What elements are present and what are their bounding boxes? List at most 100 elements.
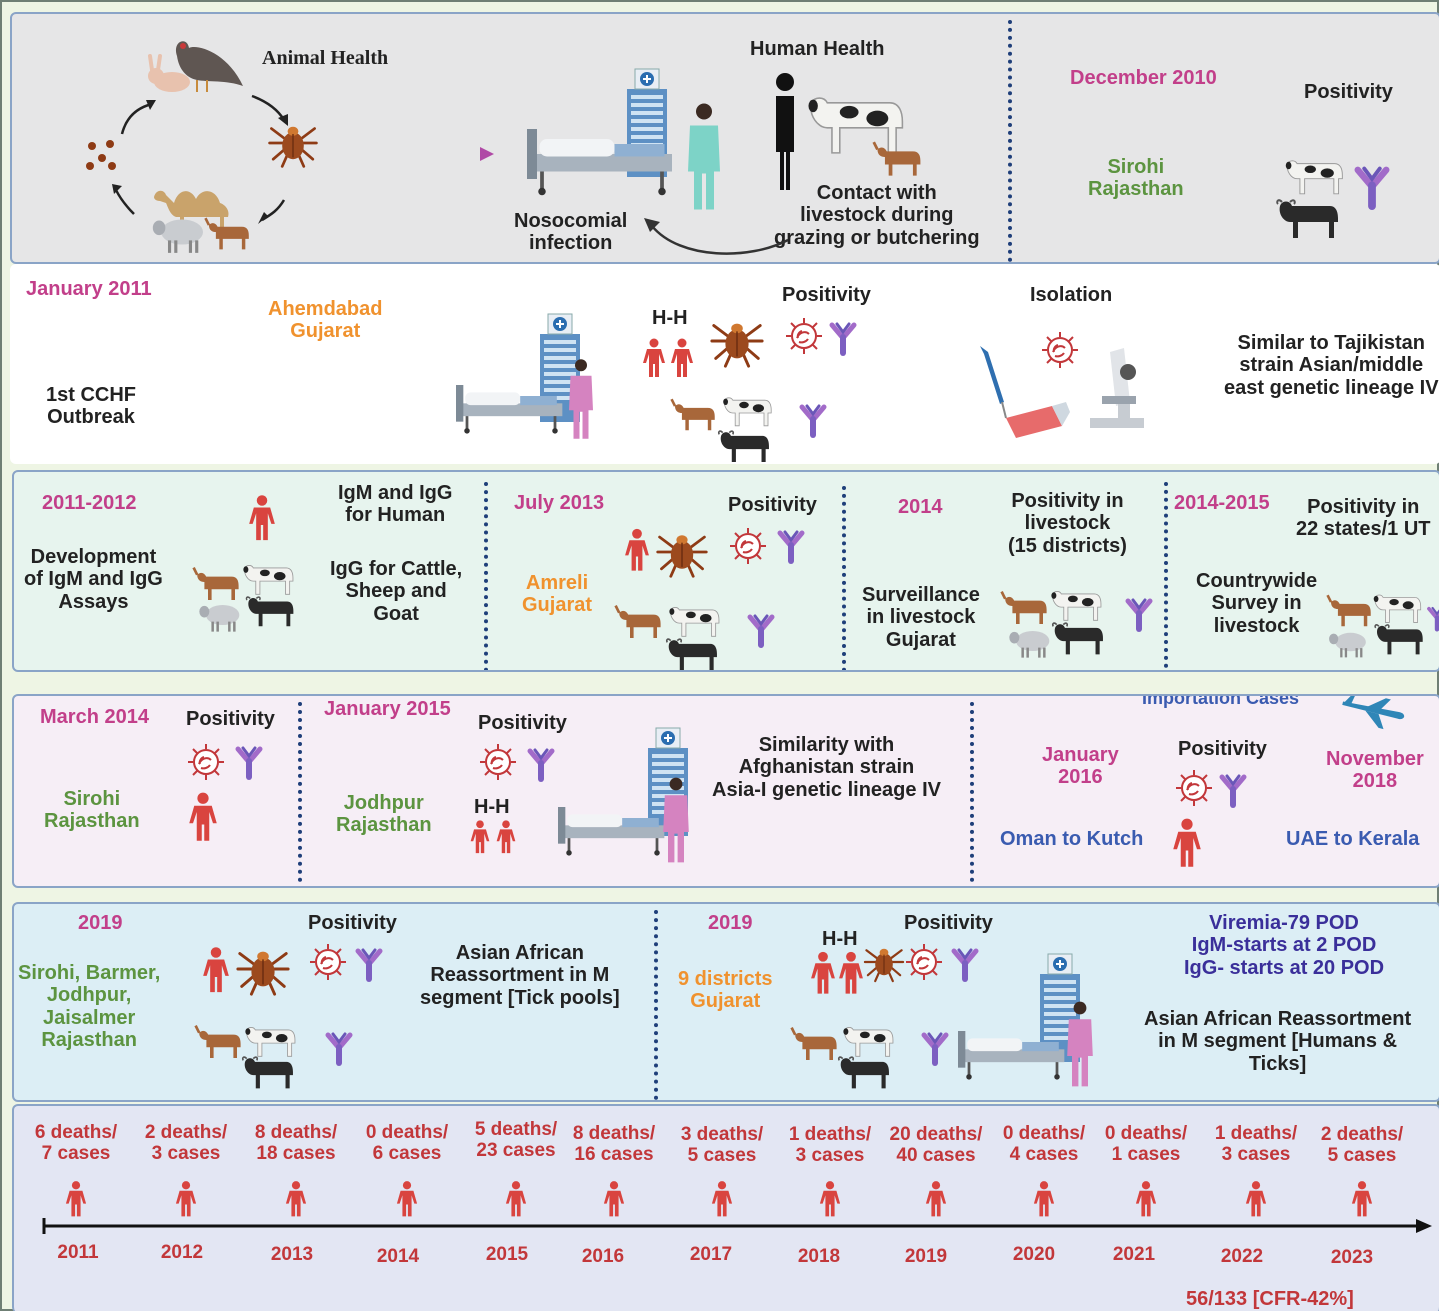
assay-development-label: Development of IgM and IgG Assays <box>24 546 163 613</box>
timeline-year: 2023 <box>1330 1247 1374 1268</box>
nosocomial-label: Nosocomial infection <box>514 210 628 255</box>
location-jodhpur-rajasthan: Jodhpur Rajasthan <box>336 792 432 837</box>
goat-icon <box>192 1020 246 1060</box>
timeline-deaths-cases: 3 deaths/5 cases <box>674 1124 770 1167</box>
antibody-icon <box>234 746 264 780</box>
cases-label: 7 cases <box>41 1143 111 1165</box>
timeline-deaths-cases: 0 deaths/1 cases <box>1098 1123 1194 1166</box>
buffalo-icon <box>716 426 774 464</box>
positivity-label: Positivity <box>308 912 397 934</box>
antibody-icon <box>354 948 384 982</box>
antibody-icon <box>1218 774 1248 808</box>
person-icon <box>470 820 490 854</box>
buffalo-icon <box>240 1052 298 1090</box>
positivity-label: Positivity <box>782 284 871 306</box>
tick-cluster-icon <box>86 140 116 170</box>
buffalo-icon <box>1274 194 1344 240</box>
igm-igg-human-label: IgM and IgG for Human <box>338 482 453 527</box>
cow-icon <box>1048 584 1106 622</box>
cow-icon <box>1370 588 1426 624</box>
date-2019: 2019 <box>78 912 123 934</box>
route-uae-kerala: UAE to Kerala <box>1286 828 1420 850</box>
person-icon <box>642 338 666 378</box>
date-march-2014: March 2014 <box>40 706 149 728</box>
deaths-label: 20 deaths/ <box>889 1124 983 1145</box>
antibody-icon <box>798 404 828 438</box>
panel-2011-2015: 2011-2012 Development of IgM and IgG Ass… <box>12 470 1439 672</box>
positivity-label: Positivity <box>1304 81 1393 103</box>
person-icon <box>1033 1181 1055 1217</box>
panel-2019: 2019 Positivity Sirohi, Barmer, Jodhpur,… <box>12 902 1439 1102</box>
date-december-2010: December 2010 <box>1070 67 1217 89</box>
cases-label: 5 cases <box>687 1145 757 1167</box>
timeline-year: 2011 <box>57 1242 99 1263</box>
location-sirohi-rajasthan: Sirohi Rajasthan <box>1088 156 1184 201</box>
deaths-label: 1 deaths/ <box>1214 1123 1298 1144</box>
person-icon <box>1351 1181 1373 1217</box>
person-icon <box>819 1181 841 1217</box>
timeline-year: 2013 <box>270 1244 314 1265</box>
person-icon <box>285 1181 307 1217</box>
pipette-icon <box>980 346 1007 419</box>
timeline-year: 2022 <box>1220 1246 1264 1267</box>
deaths-label: 1 deaths/ <box>788 1124 872 1145</box>
virus-icon <box>784 316 824 356</box>
antibody-icon <box>1352 166 1392 210</box>
route-oman-kutch: Oman to Kutch <box>1000 828 1144 850</box>
person-icon <box>248 494 276 542</box>
cow-icon <box>1285 160 1343 195</box>
panel-2011: January 2011 Ahemdabad Gujarat 1st CCHF … <box>10 264 1439 464</box>
date-2011-2012: 2011-2012 <box>42 492 137 514</box>
antibody-icon <box>1426 604 1439 634</box>
antibody-icon <box>526 748 556 782</box>
panel-2014-2018: March 2014 Positivity Sirohi Rajasthan J… <box>12 694 1439 888</box>
timeline-deaths-cases: 2 deaths/3 cases <box>138 1122 234 1165</box>
afghanistan-similarity-label: Similarity with Afghanistan strain Asia-… <box>712 734 941 801</box>
date-january-2011: January 2011 <box>26 278 152 300</box>
nurse-icon <box>569 359 593 439</box>
nurse-icon <box>1067 1001 1093 1087</box>
timeline-deaths-cases: 2 deaths/5 cases <box>1314 1124 1410 1167</box>
person-icon <box>202 944 230 996</box>
first-outbreak-label: 1st CCHF Outbreak <box>46 384 137 429</box>
positivity-label: Positivity <box>186 708 275 730</box>
rabbit-icon <box>148 54 190 92</box>
cow-icon <box>666 600 724 638</box>
antibody-icon <box>828 322 858 356</box>
total-cfr-label: 56/133 [CFR-42%] <box>1186 1288 1354 1310</box>
h-h-label: H-H <box>652 307 688 329</box>
virus-icon <box>186 742 226 782</box>
timeline-deaths-cases: 0 deaths/6 cases <box>359 1122 455 1165</box>
timeline-year: 2018 <box>797 1246 841 1267</box>
person-icon <box>1135 1181 1157 1217</box>
deaths-label: 0 deaths/ <box>1104 1123 1188 1144</box>
timeline-year: 2017 <box>689 1244 733 1265</box>
cow-icon <box>720 390 776 428</box>
virus-icon <box>308 942 348 982</box>
virus-icon <box>1040 330 1080 370</box>
positivity-states-label: Positivity in 22 states/1 UT <box>1296 496 1431 541</box>
deaths-label: 5 deaths/ <box>474 1119 558 1140</box>
location-sirohi-rajasthan: Sirohi Rajasthan <box>44 788 140 833</box>
timeline-axis <box>42 1218 1432 1234</box>
doctor-icon <box>684 99 724 214</box>
airplane-icon <box>1338 696 1408 734</box>
goat-icon <box>788 1022 842 1062</box>
sheep-icon <box>1006 622 1056 660</box>
person-icon <box>776 73 794 190</box>
deaths-label: 3 deaths/ <box>680 1124 764 1145</box>
divider <box>654 910 658 1100</box>
divider <box>484 482 488 670</box>
person-icon <box>1245 1181 1267 1217</box>
timeline-deaths-cases: 1 deaths/3 cases <box>782 1124 878 1167</box>
patient-bed-icon <box>456 383 564 436</box>
buffalo-icon <box>664 634 722 672</box>
person-icon <box>925 1181 947 1217</box>
person-icon <box>496 820 516 854</box>
cases-label: 23 cases <box>476 1140 556 1162</box>
location-gujarat-districts: 9 districts Gujarat <box>678 968 773 1013</box>
person-icon <box>175 1181 197 1217</box>
h-h-label: H-H <box>822 928 858 950</box>
isolation-label: Isolation <box>1030 284 1113 306</box>
